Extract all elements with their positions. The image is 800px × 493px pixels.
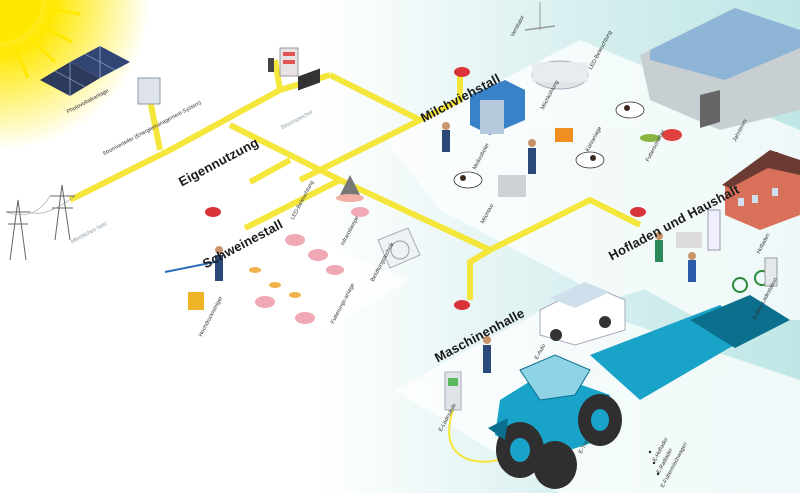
plug-icons xyxy=(205,67,646,310)
schweine-platform xyxy=(150,215,410,340)
pylon-icon xyxy=(5,184,76,261)
machine-hall-equipment xyxy=(444,282,790,463)
barn-building xyxy=(640,8,800,130)
battery-storage-icon xyxy=(268,47,299,77)
hofladen-platform xyxy=(600,200,800,320)
tractor-icon xyxy=(488,354,622,489)
shop-equipment xyxy=(655,209,778,293)
pig-stall-equipment xyxy=(164,68,421,324)
solar-panel-icon xyxy=(40,46,161,105)
farm-house xyxy=(722,150,800,230)
list-bullets xyxy=(648,450,660,476)
dairy-stall-equipment xyxy=(442,2,682,197)
